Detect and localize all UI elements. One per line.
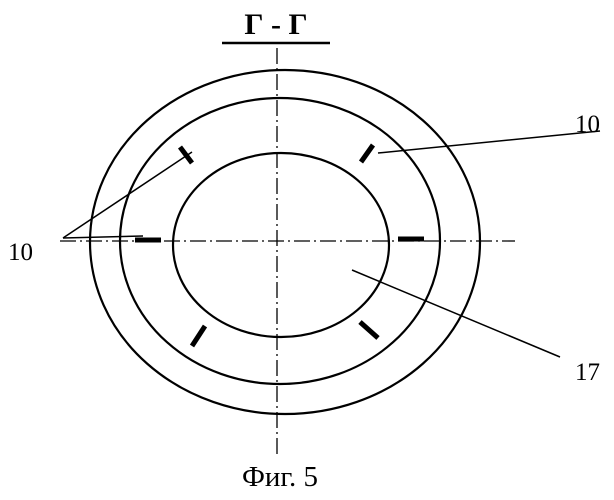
- leader-line-10-right: [378, 131, 600, 153]
- element-10-mark: [180, 147, 192, 163]
- figure-caption: Фиг. 5: [242, 461, 318, 493]
- element-10-mark: [361, 145, 373, 162]
- leader-line-10-left-upper: [63, 152, 192, 238]
- label-10-right: 10: [575, 111, 600, 138]
- element-10-mark: [192, 326, 205, 346]
- label-10-left: 10: [8, 239, 33, 266]
- element-10-mark: [360, 322, 378, 338]
- leader-line-10-left-lower: [63, 236, 143, 238]
- inner-ring: [173, 153, 389, 337]
- section-title: Г - Г: [244, 8, 307, 41]
- label-17: 17: [575, 359, 600, 386]
- leader-line-17: [352, 270, 560, 357]
